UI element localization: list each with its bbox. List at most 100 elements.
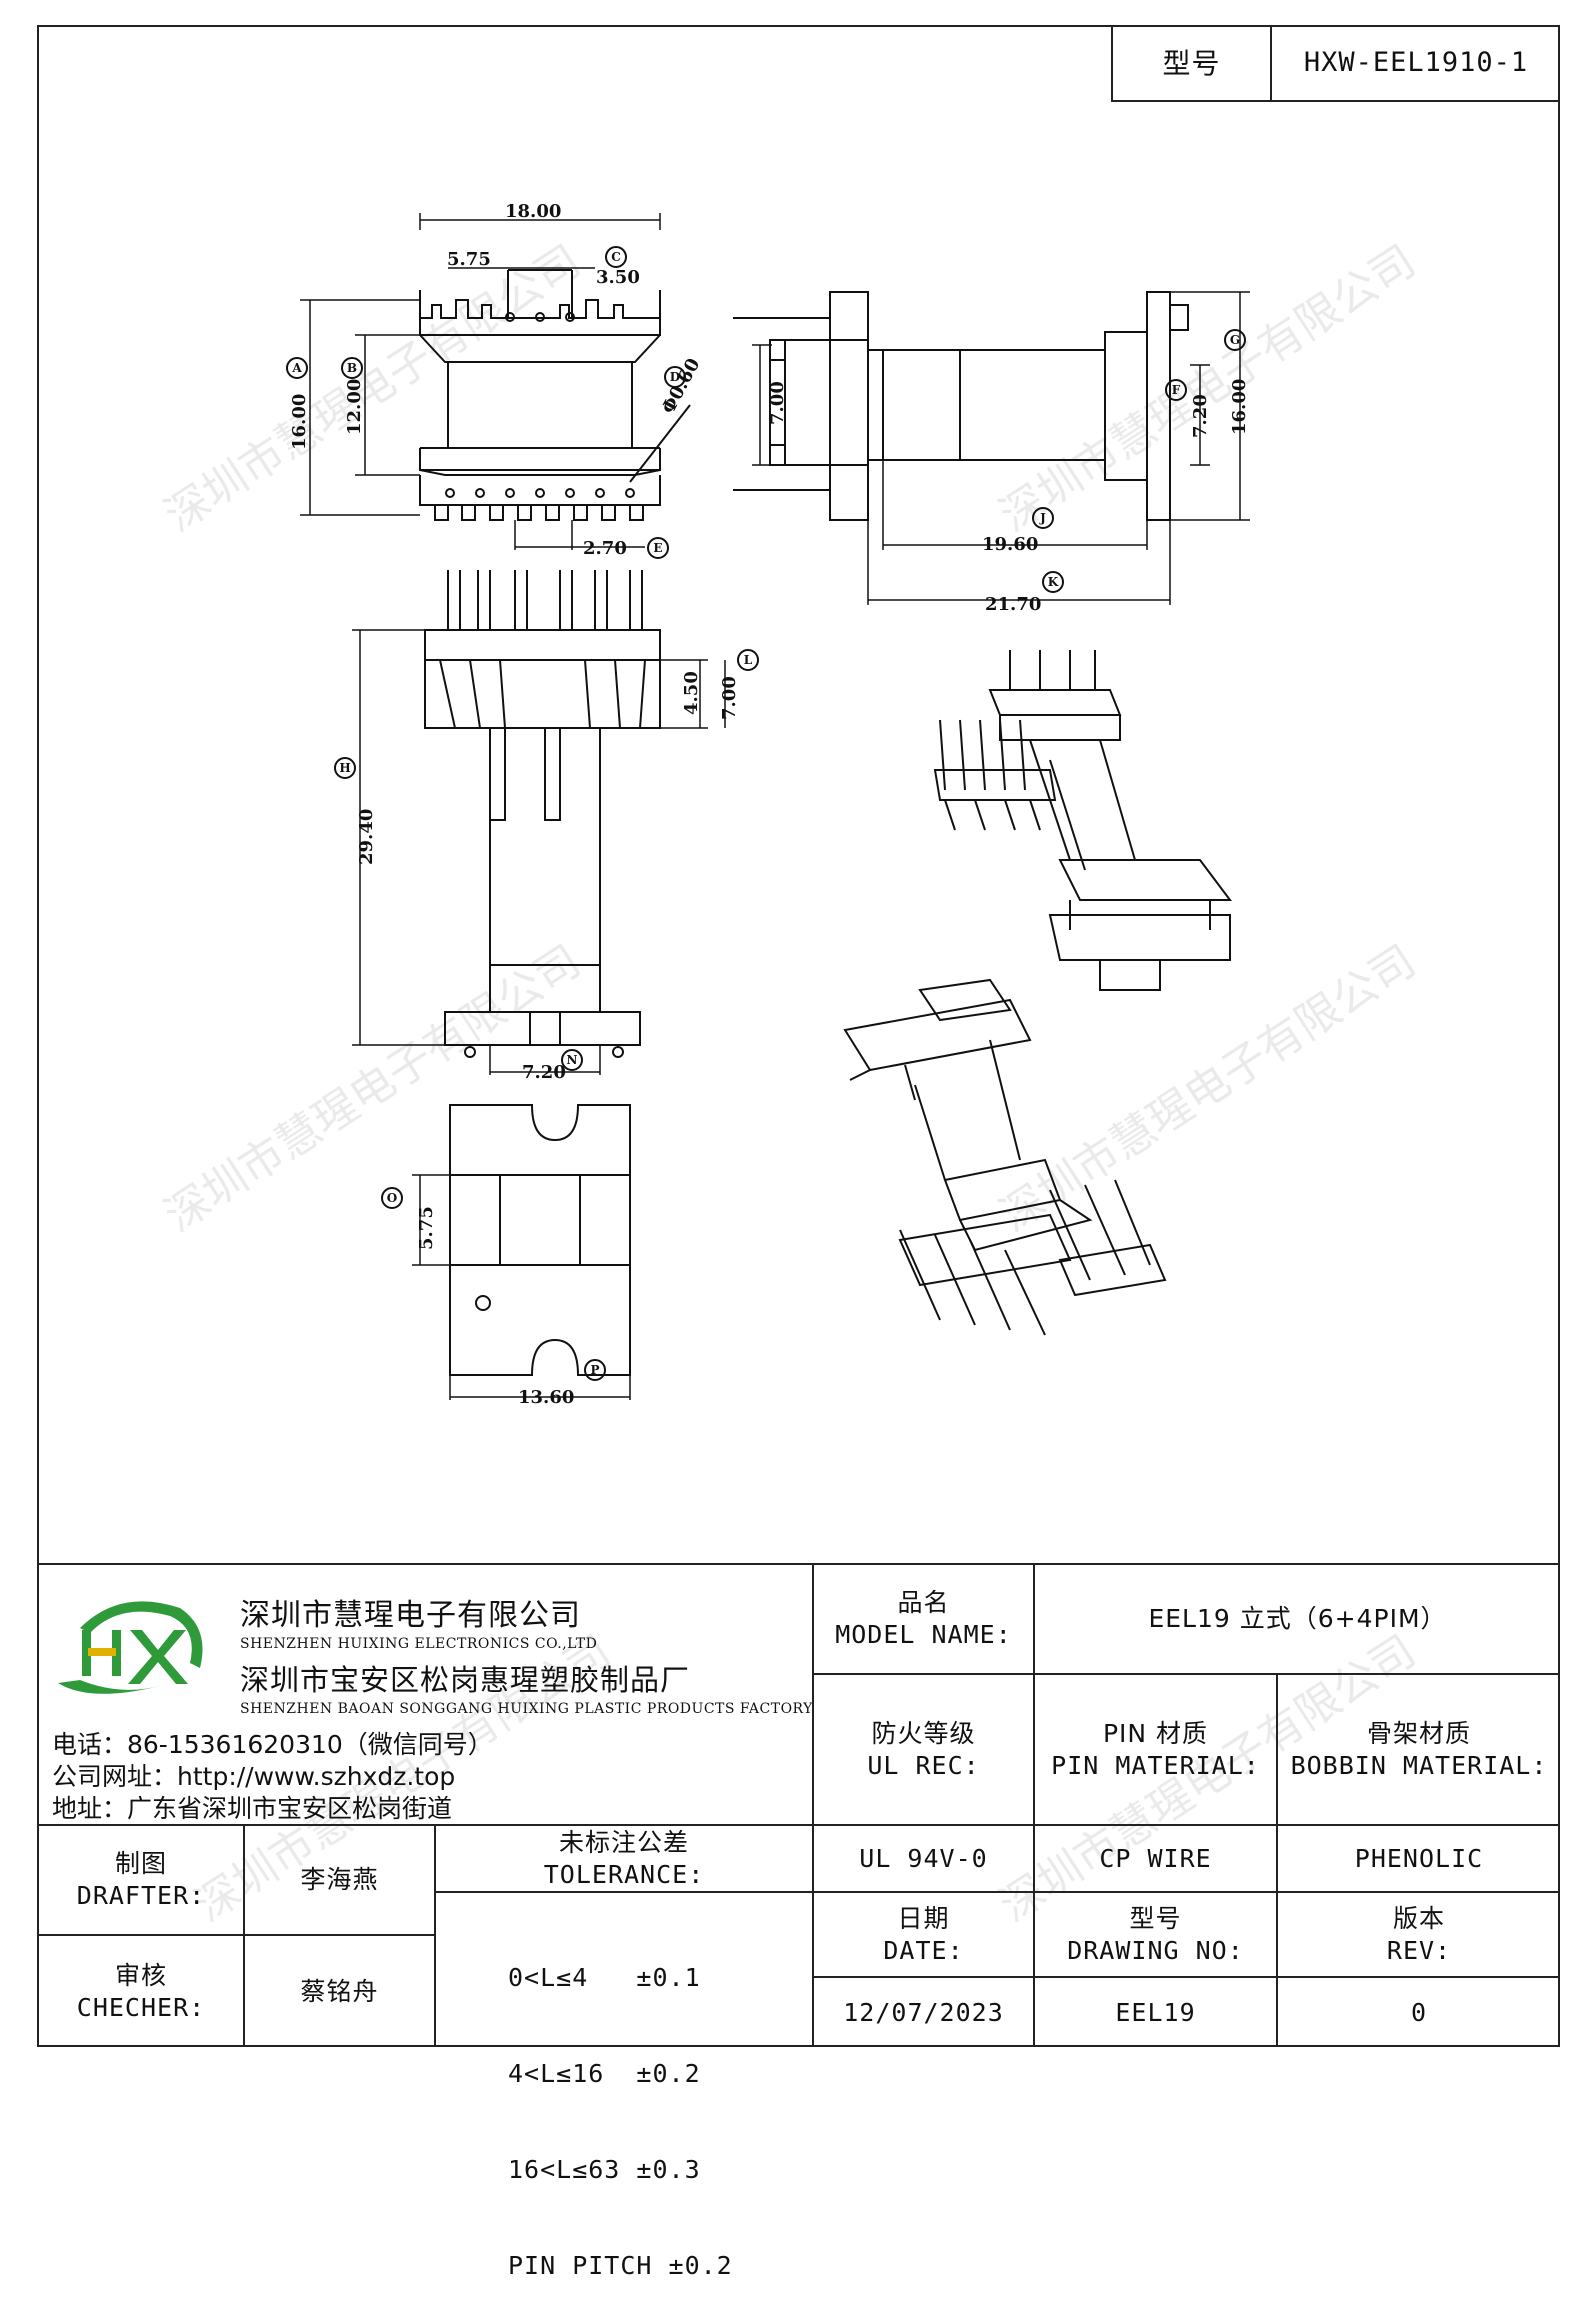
company-website: 公司网址：http://www.szhxdz.top xyxy=(52,1762,456,1791)
dim-width: 18.00 xyxy=(505,201,561,222)
bobbin-label-en: BOBBIN MATERIAL: xyxy=(1290,1750,1548,1780)
rev-label: 版本 REV: xyxy=(1278,1893,1560,1976)
titleblock-col xyxy=(434,1824,436,2047)
header-box-left xyxy=(1111,25,1113,102)
ul-label-en: UL REC: xyxy=(867,1750,980,1780)
titleblock-row-divider xyxy=(37,1824,1560,1826)
marker-f: F xyxy=(1172,383,1181,397)
date-label-cn: 日期 xyxy=(897,1903,950,1933)
dim-base-height: 4.50 xyxy=(681,671,702,715)
titleblock-line xyxy=(37,1934,436,1936)
ul-value: UL 94V-0 xyxy=(859,1843,988,1873)
dim-window: 5.75 xyxy=(416,1206,437,1250)
date-label: 日期 DATE: xyxy=(814,1893,1033,1976)
company-name-cn: 深圳市慧瑆电子有限公司 xyxy=(240,1598,581,1633)
date-value: 12/07/2023 xyxy=(843,1997,1004,2027)
marker-b: B xyxy=(347,361,357,375)
marker-e: E xyxy=(653,541,662,555)
header-box-divider xyxy=(1270,25,1272,102)
dim-total-length: 29.40 xyxy=(356,809,377,865)
pin-label: PIN 材质 PIN MATERIAL: xyxy=(1035,1675,1276,1824)
front-view xyxy=(352,570,726,1075)
tolerance-row: 0<L≤4 ±0.1 xyxy=(508,1963,701,1992)
pin-label-cn: PIN 材质 xyxy=(1102,1718,1209,1748)
isometric-view-lower xyxy=(843,978,1167,1336)
drafter-label-cn: 制图 xyxy=(114,1849,167,1878)
checker-label: 审核 CHECHER: xyxy=(39,1936,243,2047)
rev-label-en: REV: xyxy=(1386,1935,1452,1965)
ul-label-cn: 防火等级 xyxy=(871,1718,976,1748)
side-view xyxy=(733,291,1250,605)
checker-label-cn: 审核 xyxy=(114,1960,167,1990)
bobbin-label: 骨架材质 BOBBIN MATERIAL: xyxy=(1278,1675,1560,1824)
tolerance-row: 4<L≤16 ±0.2 xyxy=(508,2059,701,2088)
drawing-no-label: 型号 DRAWING NO: xyxy=(1035,1893,1276,1976)
dim-height-total: 16.00 xyxy=(1229,379,1250,435)
checker-label-en: CHECHER: xyxy=(76,1992,206,2022)
dim-bottom-width-2: 13.60 xyxy=(518,1387,574,1408)
header-box-bottom xyxy=(1111,100,1560,102)
drafter-value: 李海燕 xyxy=(300,1865,379,1894)
model-name-label-cn: 品名 xyxy=(897,1588,950,1617)
titleblock-col xyxy=(1276,1673,1278,2047)
dim-slot: 3.50 xyxy=(596,267,640,288)
date-label-en: DATE: xyxy=(883,1935,964,1965)
titleblock-col xyxy=(812,1563,814,2047)
titleblock-col xyxy=(243,1824,245,2047)
tolerance-label-cn: 未标注公差 xyxy=(558,1827,689,1857)
rev-value: 0 xyxy=(1410,1997,1428,2027)
drawing-no-label-cn: 型号 xyxy=(1129,1903,1182,1933)
pin-value: CP WIRE xyxy=(1099,1843,1212,1873)
titleblock-line xyxy=(812,1673,1560,1675)
model-name-label: 品名 MODEL NAME: xyxy=(814,1565,1033,1673)
dim-length-total: 21.70 xyxy=(985,594,1041,615)
marker-d: D xyxy=(670,370,680,384)
model-label: 型号 xyxy=(1162,46,1221,80)
tolerance-label: 未标注公差 TOLERANCE: xyxy=(436,1826,812,1891)
dim-height-inner: 12.00 xyxy=(344,379,365,435)
model-name-value: EEL19 立式（6+4PIM） xyxy=(1148,1604,1447,1633)
marker-k: K xyxy=(1048,575,1059,589)
marker-a: A xyxy=(291,361,302,375)
isometric-view-upper xyxy=(933,650,1232,991)
tolerance-table: 0<L≤4 ±0.1 4<L≤16 ±0.2 16<L≤63 ±0.3 PIN … xyxy=(508,1898,808,2314)
marker-g: G xyxy=(1230,333,1240,347)
ul-label: 防火等级 UL REC: xyxy=(814,1675,1033,1824)
top-view xyxy=(300,213,691,550)
dim-height-outer: 16.00 xyxy=(289,394,310,450)
factory-name-cn: 深圳市宝安区松岗惠瑆塑胶制品厂 xyxy=(240,1663,691,1697)
bobbin-label-cn: 骨架材质 xyxy=(1366,1718,1471,1748)
model-name-label-en: MODEL NAME: xyxy=(835,1620,1012,1649)
marker-j: J xyxy=(1039,511,1046,525)
titleblock-col xyxy=(1033,1563,1035,2047)
dim-inner-span: 5.75 xyxy=(447,249,491,270)
titleblock-top xyxy=(37,1563,1560,1565)
marker-l: L xyxy=(744,653,753,667)
dim-pin-span: 7.00 xyxy=(767,381,788,425)
marker-o: O xyxy=(387,1191,397,1205)
company-phone: 电话：86-15361620310（微信同号） xyxy=(52,1730,493,1759)
model-value: HXW-EEL1910-1 xyxy=(1303,47,1529,79)
tolerance-row: PIN PITCH ±0.2 xyxy=(508,2251,733,2280)
factory-name-en: SHENZHEN BAOAN SONGGANG HUIXING PLASTIC … xyxy=(240,1701,813,1717)
dim-base-total: 7.00 xyxy=(719,676,740,720)
bottom-view xyxy=(412,1104,631,1400)
titleblock-line xyxy=(812,1976,1560,1978)
company-address: 地址：广东省深圳市宝安区松岗街道 xyxy=(52,1794,453,1823)
marker-h: H xyxy=(339,761,350,775)
drafter-label: 制图 DRAFTER: xyxy=(39,1826,243,1934)
marker-n: N xyxy=(567,1053,578,1067)
tolerance-row: 16<L≤63 ±0.3 xyxy=(508,2155,701,2184)
marker-p: P xyxy=(590,1363,599,1377)
bobbin-value: PHENOLIC xyxy=(1354,1843,1484,1873)
drawing-no-label-en: DRAWING NO: xyxy=(1067,1935,1244,1965)
rev-label-cn: 版本 xyxy=(1392,1903,1445,1933)
technical-drawing: 18.00 5.75 3.50 16.00 12.00 Φ0.60 2.70 7… xyxy=(286,201,1250,1408)
marker-c: C xyxy=(611,250,621,264)
dim-height-flange: 7.20 xyxy=(1190,394,1211,438)
titleblock-line xyxy=(812,1891,1560,1893)
drafter-label-en: DRAFTER: xyxy=(76,1881,206,1910)
pin-label-en: PIN MATERIAL: xyxy=(1051,1750,1260,1780)
drawing-frame xyxy=(37,25,1560,2047)
company-name-en: SHENZHEN HUIXING ELECTRONICS CO.,LTD xyxy=(240,1636,598,1652)
